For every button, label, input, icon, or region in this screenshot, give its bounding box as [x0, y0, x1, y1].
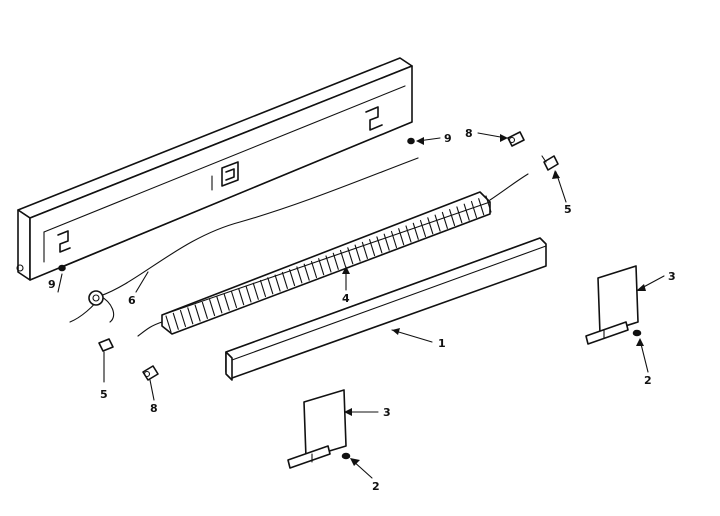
fin [376, 236, 383, 254]
fin [470, 200, 478, 219]
fin [281, 271, 288, 289]
housing-bracket-center [211, 161, 239, 191]
callout-5-right: 5 [564, 203, 572, 216]
fin [456, 206, 463, 224]
fin [449, 209, 456, 227]
callout-5-left: 5 [100, 388, 108, 401]
fin [332, 252, 339, 270]
wire-nut-5-left [98, 338, 114, 352]
bushing-8-upper [507, 131, 525, 147]
fin [238, 288, 245, 306]
fin [209, 299, 216, 317]
callout-4: 4 [342, 292, 350, 305]
fin [289, 269, 296, 287]
fin [245, 285, 252, 303]
callout-3-right: 3 [668, 270, 676, 283]
fin [339, 249, 347, 268]
fin [390, 230, 398, 249]
fin [187, 307, 194, 325]
fin [412, 222, 419, 240]
deflector-rail [225, 237, 547, 381]
fin [172, 312, 179, 330]
fin [179, 309, 187, 328]
screw-9-upper [407, 137, 415, 145]
fin [201, 301, 208, 319]
fin [354, 244, 361, 262]
leader-lines [57, 132, 665, 479]
callout-6: 6 [128, 294, 136, 307]
housing-channel [16, 57, 413, 281]
end-cap-center [287, 389, 347, 469]
fin [165, 315, 172, 333]
fin [230, 290, 238, 309]
housing-bracket-left [57, 230, 71, 253]
heating-element-fins [165, 195, 492, 333]
fin [267, 277, 274, 295]
fin [303, 263, 310, 281]
callout-3-center: 3 [383, 406, 391, 419]
fin [427, 217, 434, 235]
fin [194, 304, 201, 322]
fin [361, 241, 368, 259]
callout-2-right: 2 [644, 374, 652, 387]
bushing-8-lower [142, 365, 159, 381]
heating-element [137, 173, 529, 337]
fin [318, 258, 325, 276]
screw-2-center [341, 452, 351, 460]
screw-2-right [632, 329, 642, 337]
fin [463, 203, 470, 221]
fin [369, 239, 376, 257]
fin [252, 282, 259, 300]
fin [223, 293, 230, 311]
end-cap-right [585, 265, 639, 345]
fin [259, 279, 267, 298]
callout-9-lower: 9 [48, 278, 56, 291]
fin [485, 195, 492, 213]
fin [347, 247, 354, 265]
wire-nut-5-right [541, 155, 559, 171]
fin [419, 219, 427, 238]
callout-1: 1 [438, 337, 446, 350]
callout-8-lower: 8 [150, 402, 158, 415]
fin [310, 260, 318, 279]
fin [325, 255, 332, 273]
callout-8-upper: 8 [465, 127, 473, 140]
housing-bracket-right [365, 106, 383, 131]
fin [478, 198, 485, 216]
fin [216, 296, 223, 314]
fin [405, 225, 412, 243]
wire-lead [69, 157, 419, 323]
callout-9-upper: 9 [444, 132, 452, 145]
callout-2-center: 2 [372, 480, 380, 493]
fin [434, 214, 441, 232]
fin [274, 274, 281, 292]
fin [383, 233, 390, 251]
fin [441, 211, 448, 229]
fin [296, 266, 303, 284]
fin [398, 228, 405, 246]
screw-9-lower [58, 264, 66, 272]
